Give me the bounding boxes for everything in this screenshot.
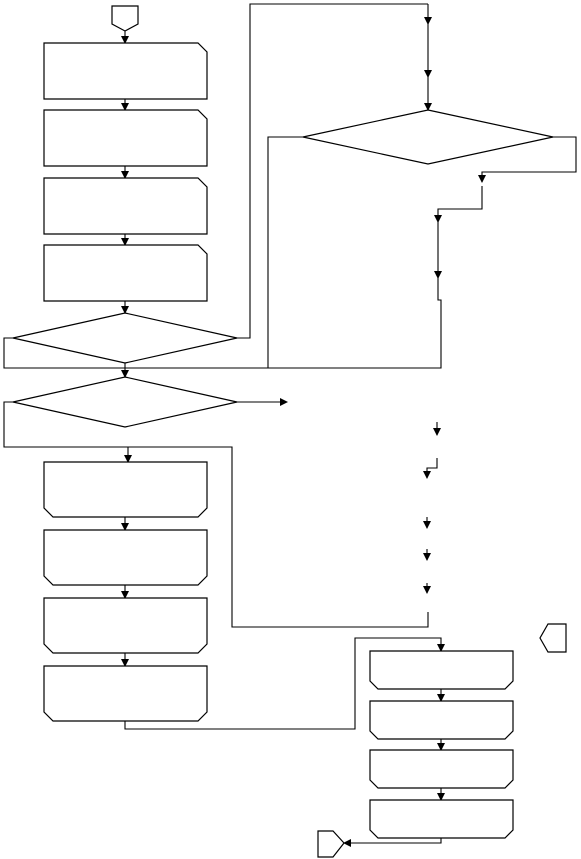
process-box-3 bbox=[43, 177, 208, 235]
edge-d2-left-loop bbox=[3, 401, 429, 628]
edge-p8-to-right-column bbox=[124, 637, 445, 730]
decision-2 bbox=[12, 376, 238, 428]
process-box-5 bbox=[43, 461, 208, 518]
process-box-8 bbox=[43, 665, 208, 722]
process-box-9 bbox=[369, 650, 514, 690]
edge-m2 bbox=[423, 458, 438, 479]
offpage-connector-right bbox=[539, 623, 567, 653]
edge-d3-left-loop bbox=[267, 136, 303, 368]
process-box-12 bbox=[369, 799, 514, 839]
process-box-11 bbox=[369, 749, 514, 789]
end-connector bbox=[317, 830, 345, 858]
edge-p12-to-end bbox=[343, 838, 442, 847]
process-box-1 bbox=[43, 42, 208, 100]
start-connector bbox=[111, 5, 139, 32]
edge-d1-right-up bbox=[237, 3, 428, 339]
process-box-6 bbox=[43, 529, 208, 586]
process-box-7 bbox=[43, 597, 208, 654]
edge-d1-left-loop bbox=[3, 337, 125, 369]
decision-3 bbox=[302, 109, 554, 165]
process-box-2 bbox=[43, 109, 208, 167]
edge-d3-right-loop bbox=[478, 136, 577, 183]
edge-d3-merge bbox=[125, 278, 442, 369]
edge-d3-branch-down bbox=[434, 186, 483, 223]
process-box-10 bbox=[369, 700, 514, 740]
decision-1 bbox=[12, 312, 238, 364]
process-box-4 bbox=[43, 244, 208, 302]
